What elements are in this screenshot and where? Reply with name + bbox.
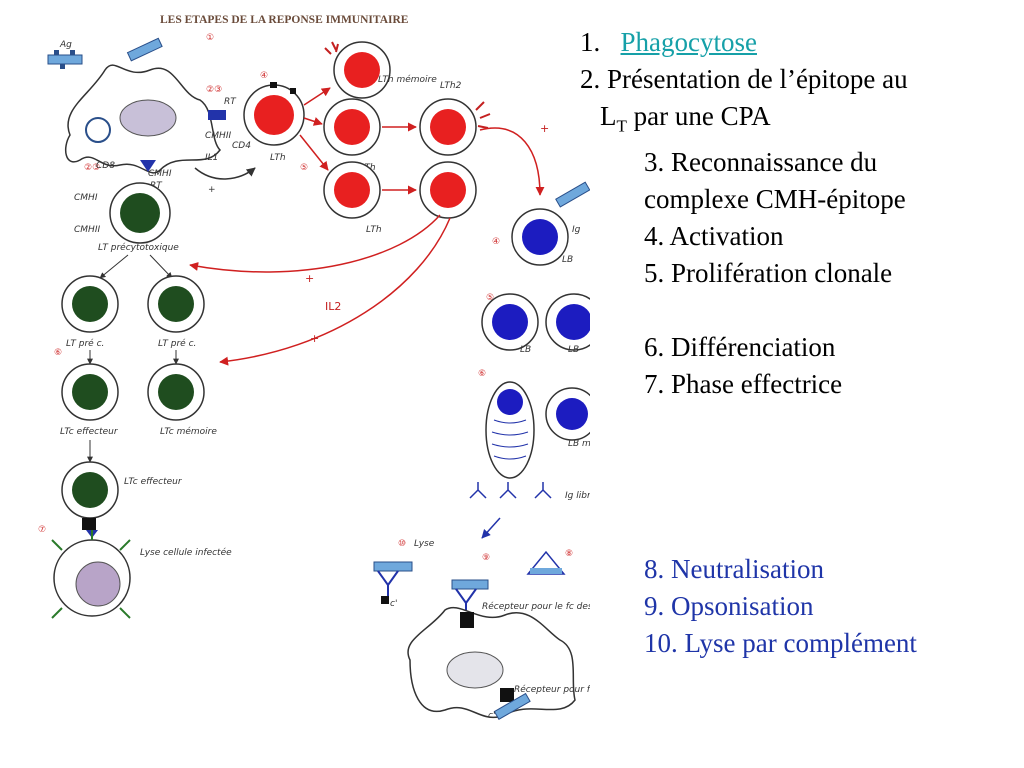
- svg-text:LTc effecteur: LTc effecteur: [124, 477, 183, 487]
- svg-text:⑨: ⑨: [482, 553, 490, 563]
- neutralisation-complex: [526, 550, 566, 575]
- ltc-effecteur-cell-2: [61, 461, 119, 519]
- label-lth-center: LTh: [270, 153, 286, 163]
- svg-text:④: ④: [260, 71, 268, 81]
- label-ig: Ig: [572, 225, 581, 235]
- antigen-icon: [47, 50, 83, 69]
- step-7: 7. Phase effectrice: [644, 369, 843, 400]
- label-recepteur-fc: Récepteur pour le fc des Ig: [482, 601, 590, 612]
- svg-text:LB: LB: [568, 345, 579, 355]
- step-9: 9. Opsonisation: [644, 591, 814, 622]
- label-il1: IL1: [205, 153, 218, 163]
- svg-text:⑥: ⑥: [54, 348, 62, 358]
- svg-text:+: +: [208, 185, 216, 195]
- lth-cell-lower: [323, 161, 381, 219]
- label-lt-precytotoxique: LT précytotoxique: [98, 242, 179, 253]
- step-2-line-2: LT par une CPA: [600, 101, 771, 136]
- step-3-line-2: complexe CMH-épitope: [644, 184, 906, 215]
- svg-text:LT pré c.: LT pré c.: [158, 338, 196, 349]
- step-10: 10. Lyse par complément: [644, 628, 917, 659]
- label-cd8: CD8: [96, 161, 115, 171]
- lb-cell-prolif-2: [545, 293, 590, 351]
- lt-prec-cell-1: [61, 275, 119, 333]
- svg-text:②③: ②③: [84, 163, 100, 173]
- step-4: 4. Activation: [644, 221, 784, 252]
- svg-text:④: ④: [492, 237, 500, 247]
- label-lyse: Lyse cellule infectée: [140, 547, 232, 558]
- macrophage-cell: [407, 607, 576, 721]
- label-lb-memoire: LB mémoire: [568, 438, 590, 449]
- immune-response-diagram: LES ETAPES DE LA REPONSE IMMUNITAIRE Ag …: [38, 14, 590, 721]
- label-ig-libres: Ig libres: [565, 491, 590, 501]
- label-c-prime: c': [390, 599, 397, 609]
- ltc-memoire-cell: [147, 363, 205, 421]
- svg-text:⑩: ⑩: [398, 539, 406, 549]
- step-3-line-1: 3. Reconnaissance du: [644, 147, 878, 178]
- label-cmh2: CMHII: [205, 131, 231, 141]
- step-8: 8. Neutralisation: [644, 554, 824, 585]
- lth-cell: [243, 82, 305, 146]
- svg-text:+: +: [305, 272, 314, 285]
- svg-text:CMHI: CMHI: [74, 193, 98, 203]
- svg-text:⑤: ⑤: [300, 163, 308, 173]
- label-cmh1: CMHI: [148, 169, 172, 179]
- steps-panel: 1. Phagocytose 2. Présentation de l’épit…: [580, 24, 1020, 662]
- label-ag: Ag: [59, 40, 72, 50]
- opsonisation-complex: [451, 579, 489, 611]
- step-6: 6. Différenciation: [644, 332, 836, 363]
- lth-cell-lower-right: [419, 161, 477, 219]
- ltc-effecteur-cell: [61, 363, 119, 421]
- svg-text:LT pré c.: LT pré c.: [66, 338, 104, 349]
- svg-text:LTc effecteur: LTc effecteur: [60, 427, 119, 437]
- label-cd4: CD4: [232, 141, 251, 151]
- lb-memoire-cell: [545, 387, 590, 441]
- svg-text:RT: RT: [150, 181, 163, 191]
- infected-cell-lysis: [51, 530, 131, 619]
- lth-cell-middle: [323, 98, 381, 156]
- svg-text:⑦: ⑦: [38, 525, 46, 535]
- plasmocyte-cell: [485, 381, 535, 479]
- svg-text:⑤: ⑤: [486, 293, 494, 303]
- lb-cell: [511, 181, 590, 266]
- svg-text:①: ①: [206, 33, 214, 43]
- svg-text:②③: ②③: [206, 85, 222, 95]
- svg-text:LB: LB: [520, 345, 531, 355]
- label-il2: IL2: [325, 300, 341, 313]
- label-lyse-c: Lyse: [414, 539, 435, 549]
- step-2-line-1: 2. Présentation de l’épitope au: [580, 64, 908, 94]
- svg-text:⑥: ⑥: [478, 369, 486, 379]
- lt-precytotoxique-cell: [109, 182, 171, 244]
- svg-text:CMHII: CMHII: [74, 225, 100, 235]
- label-lb: LB: [562, 255, 573, 265]
- lth-memory-cell: [324, 41, 391, 99]
- lth2-cell: [419, 98, 491, 156]
- svg-text:+: +: [310, 332, 319, 345]
- phagocytose-link[interactable]: Phagocytose: [620, 27, 757, 57]
- svg-text:LTh: LTh: [366, 225, 382, 235]
- complement-lysis-complex: [373, 561, 413, 604]
- diagram-title: LES ETAPES DE LA REPONSE IMMUNITAIRE: [160, 14, 409, 26]
- antigen-presenting-cell: [64, 37, 221, 174]
- label-rt: RT: [224, 97, 237, 107]
- lb-cell-prolif-1: [481, 293, 539, 351]
- label-recepteur-c: Récepteur pour fragment du c': [514, 684, 590, 695]
- step-5: 5. Prolifération clonale: [644, 258, 893, 289]
- step-1: 1. Phagocytose: [580, 27, 757, 57]
- svg-text:+: +: [540, 122, 549, 135]
- lt-prec-cell-2: [147, 275, 205, 333]
- svg-text:LTc mémoire: LTc mémoire: [160, 426, 217, 437]
- svg-text:⑧: ⑧: [565, 549, 573, 559]
- svg-text:c': c': [488, 711, 495, 721]
- label-lth2: LTh2: [440, 81, 462, 91]
- label-lth-memoire: LTh mémoire: [378, 74, 437, 85]
